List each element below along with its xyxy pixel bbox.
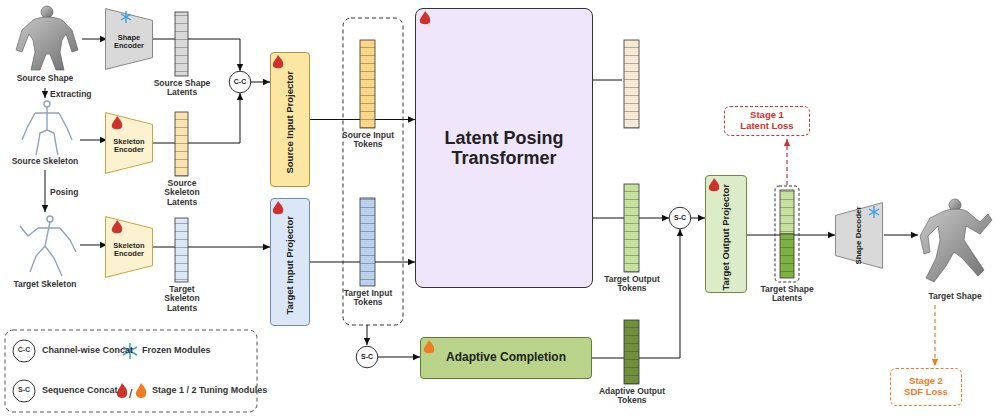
node-label: Adaptive Completion bbox=[446, 351, 566, 364]
node-label: Shape Encoder bbox=[109, 34, 149, 51]
figure-label: Source Input Tokens bbox=[340, 131, 396, 150]
token-stack bbox=[175, 112, 188, 176]
token-stack bbox=[175, 12, 188, 76]
token-lines bbox=[175, 12, 188, 76]
node-label: Stage 2 SDF Loss bbox=[901, 376, 951, 397]
figure-label: Target Skeleton Latents bbox=[151, 285, 213, 313]
figure-label: Target Shape bbox=[915, 292, 995, 301]
encoder-trapezoid: Skeleton Encoder bbox=[105, 112, 153, 174]
token-stack bbox=[624, 184, 639, 272]
figure-label: Target Input Tokens bbox=[340, 289, 396, 308]
figure-label: Posing bbox=[50, 188, 110, 197]
transformer-box: Latent Posing Transformer bbox=[415, 8, 593, 288]
loss-box: Stage 2 SDF Loss bbox=[890, 368, 962, 406]
token-lines bbox=[360, 198, 375, 286]
svg-text:/: / bbox=[129, 387, 133, 401]
token-stack bbox=[780, 190, 794, 234]
token-stack bbox=[360, 198, 375, 286]
node-label: Target Output Projector bbox=[721, 184, 732, 290]
figure-label: Target Skeleton bbox=[0, 280, 90, 289]
arrow-connector bbox=[378, 357, 420, 358]
node-label: Stage 1 Latent Loss bbox=[735, 110, 799, 131]
node-label: Source Input Projector bbox=[285, 71, 296, 173]
node-label: S-C bbox=[674, 214, 686, 222]
concat-circle: S-C bbox=[356, 346, 378, 368]
arrow-connector bbox=[153, 39, 240, 71]
figure-label: Source Skeleton Latents bbox=[151, 179, 213, 207]
token-lines bbox=[624, 320, 639, 384]
node-label: S-C bbox=[361, 353, 373, 361]
token-lines bbox=[780, 190, 794, 234]
token-lines bbox=[624, 184, 639, 272]
concat-circle: C-C bbox=[229, 71, 251, 93]
legend-text: Channel-wise Concat bbox=[42, 346, 133, 356]
legend-symbol-text: S-C bbox=[13, 386, 35, 394]
token-stack bbox=[780, 234, 794, 278]
decoder-trapezoid: Shape Decoder bbox=[835, 202, 883, 269]
node-label: Skeleton Encoder bbox=[109, 242, 149, 259]
projector-box: Target Output Projector bbox=[705, 175, 747, 293]
target-skeleton-figure bbox=[20, 216, 76, 276]
legend-symbol-text: C-C bbox=[13, 346, 35, 354]
arrow-connector bbox=[153, 247, 270, 248]
node-label: Target Input Projector bbox=[285, 216, 296, 315]
arrow-connector bbox=[691, 218, 705, 219]
projector-box: Target Input Projector bbox=[270, 198, 310, 326]
token-lines bbox=[175, 218, 188, 282]
figure-label: Adaptive Output Tokens bbox=[597, 387, 667, 406]
encoder-trapezoid: Shape Encoder bbox=[105, 8, 153, 70]
node-label: C-C bbox=[234, 78, 246, 86]
figure-label: Target Output Tokens bbox=[602, 275, 662, 294]
completion-box: Adaptive Completion bbox=[420, 337, 592, 379]
token-lines bbox=[175, 112, 188, 176]
token-stack bbox=[624, 320, 639, 384]
source-shape-figure bbox=[16, 6, 78, 70]
node-label: Latent Posing Transformer bbox=[429, 128, 579, 168]
token-stack bbox=[624, 40, 639, 128]
loss-box: Stage 1 Latent Loss bbox=[724, 106, 810, 136]
legend-text: Sequence Concat bbox=[42, 386, 118, 396]
legend-text: Frozen Modules bbox=[142, 346, 211, 356]
figure-label: Source Skeleton bbox=[0, 157, 90, 166]
target-shape-figure bbox=[920, 199, 992, 282]
concat-circle: S-C bbox=[669, 207, 691, 229]
figure-label: Source Shape Latents bbox=[151, 79, 213, 98]
projector-box: Source Input Projector bbox=[270, 52, 310, 187]
token-lines bbox=[780, 234, 794, 278]
token-lines bbox=[624, 40, 639, 128]
figure-label: Target Shape Latents bbox=[757, 285, 817, 304]
source-skeleton-figure bbox=[22, 101, 72, 155]
encoder-trapezoid: Skeleton Encoder bbox=[105, 216, 153, 278]
token-stack bbox=[360, 40, 375, 128]
node-label: Shape Decoder bbox=[855, 206, 864, 264]
legend-text: Stage 1 / 2 Tuning Modules bbox=[152, 386, 267, 396]
node-label: Skeleton Encoder bbox=[109, 138, 149, 155]
arrow-connector bbox=[153, 93, 240, 143]
token-stack bbox=[175, 218, 188, 282]
figure-label: Source Shape bbox=[0, 74, 90, 83]
token-lines bbox=[360, 40, 375, 128]
arrow-connector bbox=[251, 82, 270, 83]
figure-label: Extracting bbox=[50, 90, 110, 99]
